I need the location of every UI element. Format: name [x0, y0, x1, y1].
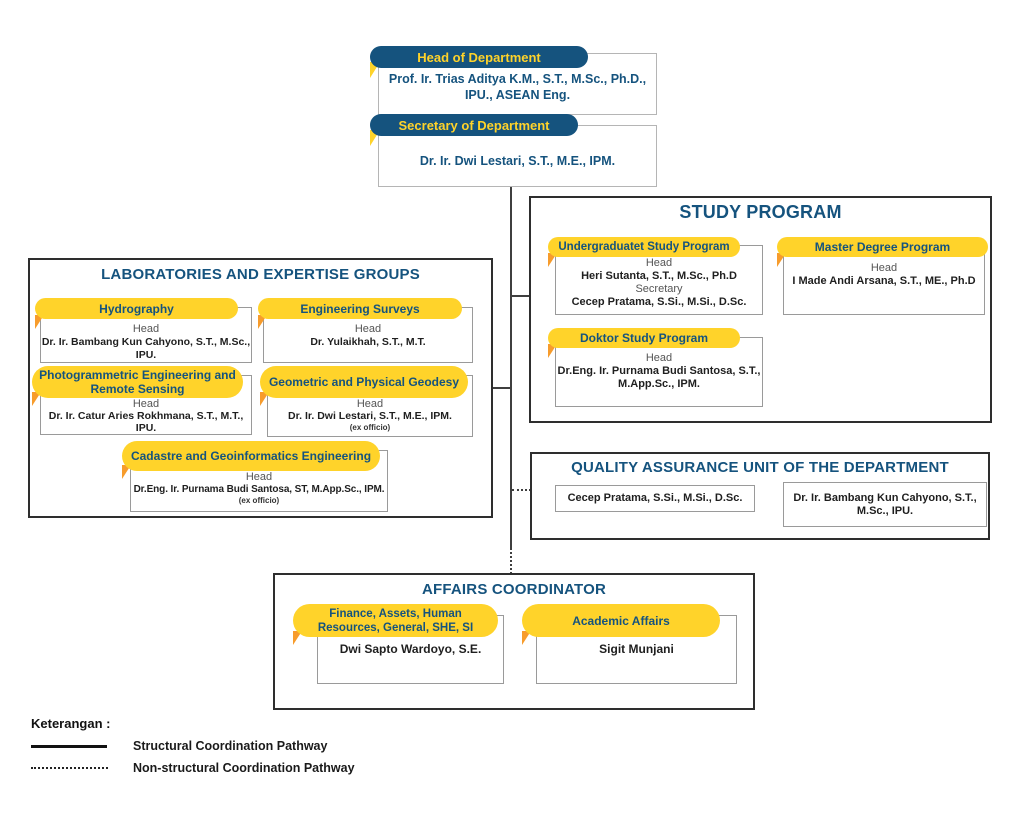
legend-dotted-line — [31, 767, 108, 769]
role-label: Head — [645, 257, 673, 269]
ribbon-fold — [258, 315, 267, 329]
person-name: Dr. Yulaikhah, S.T., M.T. — [310, 336, 426, 348]
legend-label: Non-structural Coordination Pathway — [133, 761, 355, 775]
connector-study-program — [512, 295, 530, 297]
qa-member-box: Cecep Pratama, S.Si., M.Si., D.Sc. — [555, 485, 755, 512]
person-name: Cecep Pratama, S.Si., M.Si., D.Sc. — [571, 296, 747, 308]
role-label: Head — [354, 323, 382, 335]
role-label: Head — [132, 398, 160, 410]
connector-trunk-dotted — [510, 548, 512, 574]
person-name: Cecep Pratama, S.Si., M.Si., D.Sc. — [567, 492, 743, 504]
lab-geodesy-pill: Geometric and Physical Geodesy — [260, 366, 468, 398]
person-name: Dr. Ir. Dwi Lestari, S.T., M.E., IPM. — [288, 410, 452, 422]
ribbon-fold — [548, 253, 557, 267]
laboratories-title: LABORATORIES AND EXPERTISE GROUPS — [101, 266, 420, 283]
ex-officio-note: (ex officio) — [349, 423, 391, 432]
ribbon-fold — [35, 315, 44, 329]
lab-photogrammetric-pill: Photogrammetric Engineering and Remote S… — [32, 366, 243, 398]
role-label: Head — [870, 262, 898, 274]
role-label: Head — [356, 398, 384, 410]
connector-trunk-solid — [510, 187, 512, 548]
person-name: Dr.Eng. Ir. Purnama Budi Santosa, S.T., … — [557, 365, 761, 390]
ribbon-fold — [370, 130, 380, 146]
ex-officio-note: (ex officio) — [238, 496, 280, 505]
ribbon-fold — [370, 62, 380, 78]
ribbon-fold — [293, 631, 302, 645]
doktor-box: Head Dr.Eng. Ir. Purnama Budi Santosa, S… — [555, 337, 763, 407]
legend-solid-line — [31, 745, 107, 748]
ribbon-fold — [777, 253, 786, 267]
affairs-coordinator-title: AFFAIRS COORDINATOR — [421, 581, 607, 598]
ribbon-fold — [32, 392, 41, 406]
head-of-department-pill: Head of Department — [370, 46, 588, 68]
connector-laboratories — [491, 387, 511, 389]
ribbon-fold — [122, 465, 131, 479]
person-name: Dr.Eng. Ir. Purnama Budi Santosa, ST, M.… — [133, 484, 385, 495]
lab-hydrography-pill: Hydrography — [35, 298, 238, 319]
connector-quality-assurance — [512, 489, 531, 491]
doktor-pill: Doktor Study Program — [548, 328, 740, 348]
role-label: Head — [245, 471, 273, 483]
person-name: Dr. Ir. Bambang Kun Cahyono, S.T., M.Sc.… — [41, 336, 251, 361]
affairs-academic-pill: Academic Affairs — [522, 604, 720, 637]
lab-engineering-surveys-pill: Engineering Surveys — [258, 298, 462, 319]
lab-cadastre-pill: Cadastre and Geoinformatics Engineering — [122, 441, 380, 471]
qa-member-box: Dr. Ir. Bambang Kun Cahyono, S.T., M.Sc.… — [783, 482, 987, 527]
person-name: Dr. Ir. Bambang Kun Cahyono, S.T., M.Sc.… — [793, 491, 977, 517]
study-program-title: STUDY PROGRAM — [679, 202, 842, 222]
undergraduate-pill: Undergraduatet Study Program — [548, 237, 740, 257]
legend-label: Structural Coordination Pathway — [133, 739, 328, 753]
quality-assurance-title: QUALITY ASSURANCE UNIT OF THE DEPARTMENT — [571, 459, 949, 476]
legend-heading: Keterangan : — [31, 716, 111, 731]
person-name: Sigit Munjani — [599, 642, 674, 656]
master-pill: Master Degree Program — [777, 237, 988, 257]
role-label: Head — [645, 352, 673, 364]
affairs-finance-pill: Finance, Assets, Human Resources, Genera… — [293, 604, 498, 637]
person-name: Dr. Ir. Catur Aries Rokhmana, S.T., M.T.… — [48, 410, 244, 434]
role-label: Head — [132, 323, 160, 335]
ribbon-fold — [548, 344, 557, 358]
ribbon-fold — [260, 392, 269, 406]
person-name: Dwi Sapto Wardoyo, S.E. — [339, 642, 482, 656]
person-name: I Made Andi Arsana, S.T., ME., Ph.D — [792, 275, 976, 287]
secretary-of-department-pill: Secretary of Department — [370, 114, 578, 136]
secretary-of-department-name: Dr. Ir. Dwi Lestari, S.T., M.E., IPM. — [419, 154, 616, 168]
role-label: Secretary — [635, 283, 683, 295]
ribbon-fold — [522, 631, 531, 645]
head-of-department-name: Prof. Ir. Trias Aditya K.M., S.T., M.Sc.… — [388, 72, 647, 102]
person-name: Heri Sutanta, S.T., M.Sc., Ph.D — [581, 270, 737, 282]
